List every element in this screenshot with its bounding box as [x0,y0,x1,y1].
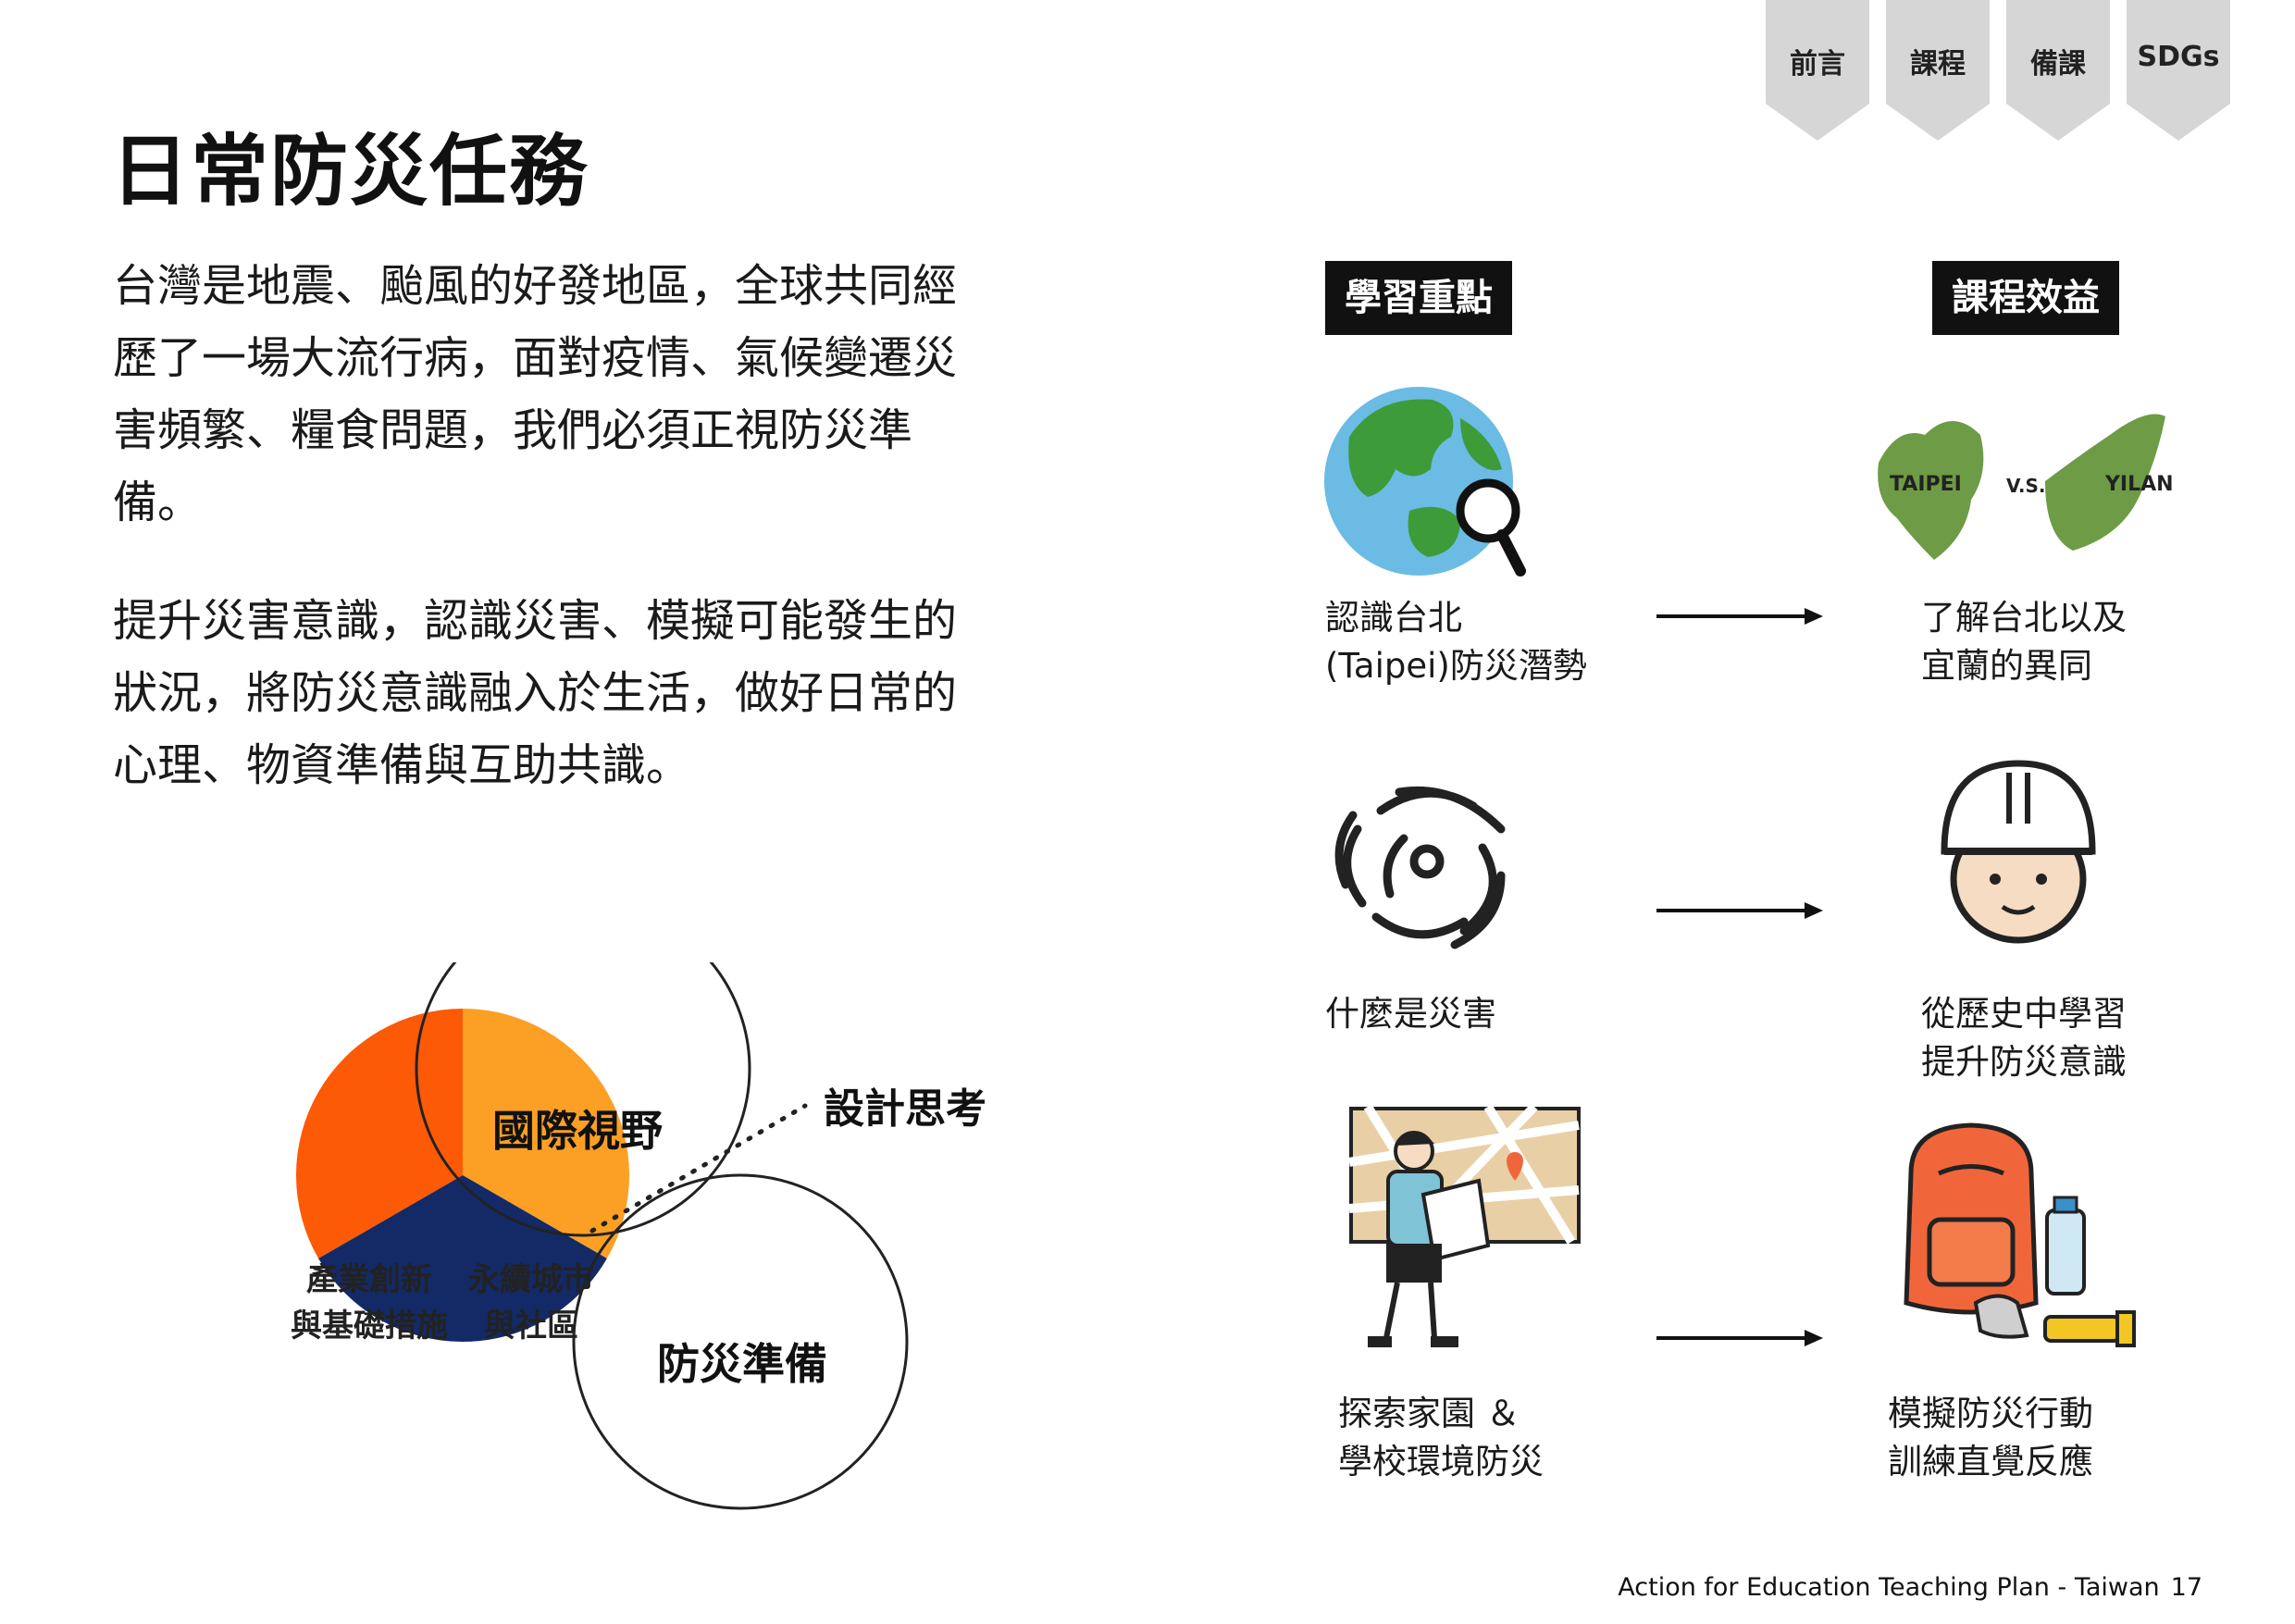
globe-magnifier-icon [1324,387,1526,576]
caption-line: 訓練直覺反應 [1888,1442,2093,1481]
segment-line: 永續城市 [468,1261,594,1298]
typhoon-icon [1334,786,1506,949]
caption-line: 探索家園 ＆ [1338,1394,1520,1433]
caption-line: (Taipei)防災潛勢 [1325,646,1587,686]
map-label-right: YILAN [2104,473,2174,496]
tab-preface[interactable]: 前言 [1766,0,1869,141]
caption-line: 了解台北以及 [1921,598,2127,638]
venn-pointer-line [589,1103,808,1233]
paragraph-line: 台灣是地震、颱風的好發地區，全球共同經 [113,260,958,312]
tab-shape [2127,0,2230,141]
emergency-backpack-icon [1904,1122,2136,1347]
learning-focus-header: 學習重點 [1325,261,1512,335]
course-benefit-header: 課程效益 [1932,261,2119,335]
paragraph-line: 備。 [113,477,203,528]
venn-segment-label-partnership: 夥伴關係 [396,1401,522,1438]
tab-course[interactable]: 課程 [1886,0,1990,141]
venn-segment-light-orange [463,1009,630,1258]
tab-preparation[interactable]: 備課 [2006,0,2110,141]
arrow-right-icon [1656,608,1823,625]
tab-label: 前言 [1790,48,1845,81]
arrow-right-icon [1656,1330,1823,1346]
tab-shape [2006,0,2110,141]
venn-shapes [295,962,909,1510]
map-label-mid: V.S. [2006,475,2046,497]
venn-segment-dark-orange [295,1009,463,1258]
caption-line: 從歷史中學習 [1921,994,2127,1034]
caption-line: 學校環境防災 [1338,1442,1544,1481]
caption-learning-2: 什麼是災害 [1325,990,1496,1038]
caption-benefit-3: 模擬防災行動 訓練直覺反應 [1888,1390,2093,1486]
caption-line: 認識台北 [1325,598,1462,638]
segment-line: 與社區 [484,1308,578,1345]
caption-benefit-2: 從歷史中學習 提升防災意識 [1921,990,2127,1086]
page-number: 17 [2170,1573,2202,1602]
segment-line: 與基礎措施 [291,1308,448,1345]
paragraph-line: 歷了一場大流行病，面對疫情、氣候變遷災 [113,332,958,384]
taipei-yilan-map-icon: TAIPEI V.S. YILAN [1878,414,2174,560]
segment-line: 產業創新 [306,1261,432,1298]
tab-shape [1886,0,1990,141]
venn-label-top: 國際視野 [492,1106,663,1156]
caption-line: 什麼是災害 [1325,994,1496,1034]
caption-line: 提升防災意識 [1921,1042,2127,1082]
footer-text: Action for Education Teaching Plan - Tai… [1618,1573,2160,1602]
map-explorer-icon [1349,1107,1581,1347]
arrow-right-icon [1656,902,1823,919]
paragraph-line: 提升災害意識，認識災害、模擬可能發生的 [113,595,958,647]
paragraph-line: 害頻繁、糧食問題，我們必須正視防災準 [113,404,913,456]
helmet-person-icon [1941,760,2096,944]
caption-benefit-1: 了解台北以及 宜蘭的異同 [1921,594,2127,690]
tab-shape [1766,0,1869,141]
venn-segment-navy [318,1175,607,1343]
tab-label: 課程 [1910,48,1966,81]
venn-circle-top [415,962,751,1237]
caption-learning-3: 探索家園 ＆ 學校環境防災 [1338,1390,1544,1486]
caption-learning-1: 認識台北 (Taipei)防災潛勢 [1325,594,1587,690]
venn-segment-label-industry: 產業創新 與基礎措施 [291,1257,448,1349]
caption-line: 模擬防災行動 [1888,1394,2093,1433]
venn-label-right: 防災準備 [657,1339,827,1389]
page-title: 日常防災任務 [111,126,589,217]
tab-label: 備課 [2030,48,2086,81]
tab-sdgs[interactable]: SDGs [2127,0,2230,141]
tab-label: SDGs [2137,41,2220,73]
map-label-left: TAIPEI [1890,473,1962,496]
venn-circle-right [572,1173,909,1510]
venn-diagram: 國際視野 防災準備 設計思考 產業創新 與基礎措施 永續城市 與社區 夥伴關係 [278,962,1110,1518]
paragraph-line: 心理、物資準備與互助共識。 [113,739,691,791]
caption-line: 宜蘭的異同 [1921,646,2092,686]
goal-paragraph: 提升災害意識，認識災害、模擬可能發生的 狀況，將防災意識融入於生活，做好日常的 … [113,585,1048,801]
venn-segment-label-city: 永續城市 與社區 [468,1257,594,1349]
intro-paragraph: 台灣是地震、颱風的好發地區，全球共同經 歷了一場大流行病，面對疫情、氣候變遷災 … [113,250,1048,539]
venn-pointer-label: 設計思考 [824,1085,986,1133]
footer: Action for Education Teaching Plan - Tai… [1618,1573,2202,1602]
paragraph-line: 狀況，將防災意識融入於生活，做好日常的 [113,667,958,719]
